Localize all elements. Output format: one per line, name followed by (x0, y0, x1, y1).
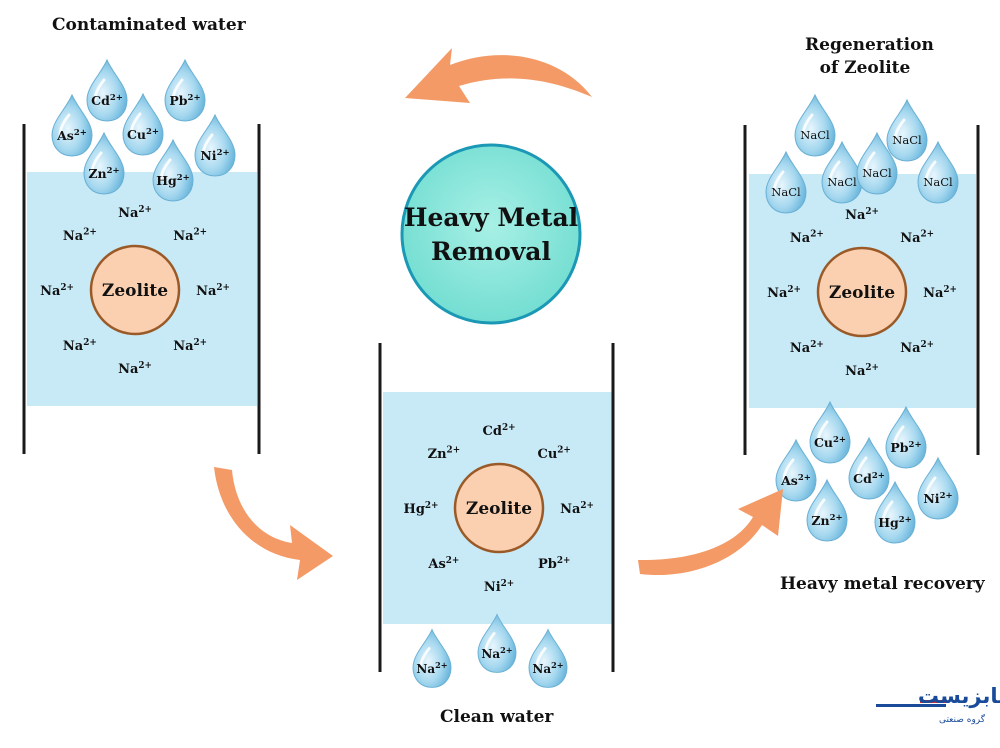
zeolite-ion-label: Na2+ (560, 501, 594, 517)
zeolite-ion-label: Na2+ (790, 340, 824, 356)
zeolite-particle (816, 246, 908, 338)
top-curved-arrow (405, 48, 592, 103)
nacl-drop-label: NaCl (800, 128, 830, 142)
middle-sodium-drops: Na2+ Na2+ Na2+ (411, 613, 569, 689)
zeolite-ion-label: Na2+ (196, 283, 230, 299)
contaminant-drop-label: Cu2+ (127, 127, 159, 142)
zeolite-ion-label: Na2+ (63, 338, 97, 354)
right-recovered-metal-drops: Cu2+ Pb2+ As2+ Cd2+ Ni2+ Zn2+ Hg2+ (774, 400, 960, 545)
zeolite-ion-label: Na2+ (790, 230, 824, 246)
regeneration-label-line1: Regeneration (805, 35, 934, 55)
nacl-drop-label: NaCl (771, 185, 801, 199)
recovered-metal-drop-label: Zn2+ (811, 513, 842, 528)
zeolite-label: Zeolite (829, 283, 895, 303)
zeolite-ion-label: Na2+ (118, 205, 152, 221)
zeolite-ion-label: Na2+ (923, 285, 957, 301)
logo-text: نابزیست (918, 684, 1000, 708)
sodium-drop-label: Na2+ (416, 660, 447, 676)
left-curved-arrow (214, 467, 333, 580)
clean-water-label: Clean water (440, 707, 554, 727)
left-contaminant-drops: Cd2+ Pb2+ As2+ Cu2+ Ni2+ Zn2+ Hg2+ (50, 58, 237, 203)
logo-subtext: گروه صنعتی (939, 713, 986, 725)
contaminant-drop-label: Hg2+ (156, 173, 190, 188)
contaminant-drop-label: Zn2+ (88, 166, 119, 181)
brand-logo: نابزیست گروه صنعتی (876, 684, 1000, 725)
zeolite-label: Zeolite (466, 499, 532, 519)
contaminant-drop (163, 58, 207, 123)
nacl-drop-label: NaCl (827, 175, 857, 189)
contaminant-drop-label: As2+ (56, 128, 87, 143)
nacl-drop (793, 93, 837, 158)
contaminant-drop (50, 93, 94, 158)
title-line1: Heavy Metal (403, 203, 579, 232)
zeolite-ion-label: Na2+ (173, 338, 207, 354)
zeolite-ion-label: Cd2+ (483, 423, 516, 439)
zeolite-ion-label: Ni2+ (484, 579, 514, 595)
middle-zeolite: Zeolite Cd2+ Cu2+ Na2+ Pb2+ Ni2+ As2+ Hg2+ Zn2+ (404, 423, 594, 595)
zeolite-ion-label: Na2+ (173, 228, 207, 244)
nacl-drop (764, 150, 808, 215)
contaminant-drop (85, 58, 129, 123)
contaminated-water-label: Contaminated water (52, 15, 246, 35)
recovered-metal-drop-label: As2+ (780, 473, 811, 488)
zeolite-label: Zeolite (102, 281, 168, 301)
zeolite-ion-label: Hg2+ (404, 501, 439, 517)
recovered-metal-drop-label: Ni2+ (923, 491, 952, 506)
nacl-drop-label: NaCl (923, 175, 953, 189)
zeolite-ion-label: Na2+ (900, 230, 934, 246)
nacl-drop-label: NaCl (862, 166, 892, 180)
contaminant-drop (151, 138, 195, 203)
zeolite-ion-label: Na2+ (767, 285, 801, 301)
zeolite-particle (89, 244, 181, 336)
sodium-drop (527, 628, 569, 689)
zeolite-ion-label: As2+ (427, 556, 459, 572)
recovered-metal-drop (884, 405, 928, 470)
sodium-drop (411, 628, 453, 689)
zeolite-ion-label: Zn2+ (428, 446, 461, 462)
nacl-drop (885, 98, 929, 163)
heavy-metal-recovery-label: Heavy metal recovery (780, 574, 985, 594)
zeolite-ion-label: Na2+ (40, 283, 74, 299)
title-line2: Removal (430, 237, 552, 266)
zeolite-ion-label: Na2+ (63, 228, 97, 244)
zeolite-ion-label: Pb2+ (538, 556, 570, 572)
zeolite-ion-label: Na2+ (900, 340, 934, 356)
contaminant-drop-label: Pb2+ (169, 93, 200, 108)
nacl-drop-label: NaCl (892, 133, 922, 147)
zeolite-ion-label: Cu2+ (537, 446, 570, 462)
zeolite-ion-label: Na2+ (118, 361, 152, 377)
title-circle (400, 143, 582, 325)
sodium-drop-label: Na2+ (532, 660, 563, 676)
recovered-metal-drop (916, 456, 960, 521)
recovered-metal-drop (847, 436, 891, 501)
regeneration-label-line2: of Zeolite (819, 58, 911, 78)
contaminant-drop (121, 92, 165, 157)
zeolite-ion-label: Na2+ (845, 363, 879, 379)
sodium-drop-label: Na2+ (481, 645, 512, 661)
zeolite-particle (453, 462, 545, 554)
recovered-metal-drop-label: Hg2+ (878, 515, 912, 530)
right-curved-arrow (638, 489, 783, 576)
recovered-metal-drop-label: Pb2+ (890, 440, 921, 455)
recovered-metal-drop-label: Cd2+ (853, 471, 885, 486)
recovered-metal-drop (808, 400, 852, 465)
recovered-metal-drop-label: Cu2+ (814, 435, 846, 450)
contaminant-drop-label: Cd2+ (91, 93, 123, 108)
contaminant-drop (193, 113, 237, 178)
middle-beaker: Zeolite Cd2+ Cu2+ Na2+ Pb2+ Ni2+ As2+ Hg2+ Zn2+ (378, 343, 615, 672)
zeolite-ion-label: Na2+ (845, 207, 879, 223)
contaminant-drop-label: Ni2+ (200, 148, 229, 163)
